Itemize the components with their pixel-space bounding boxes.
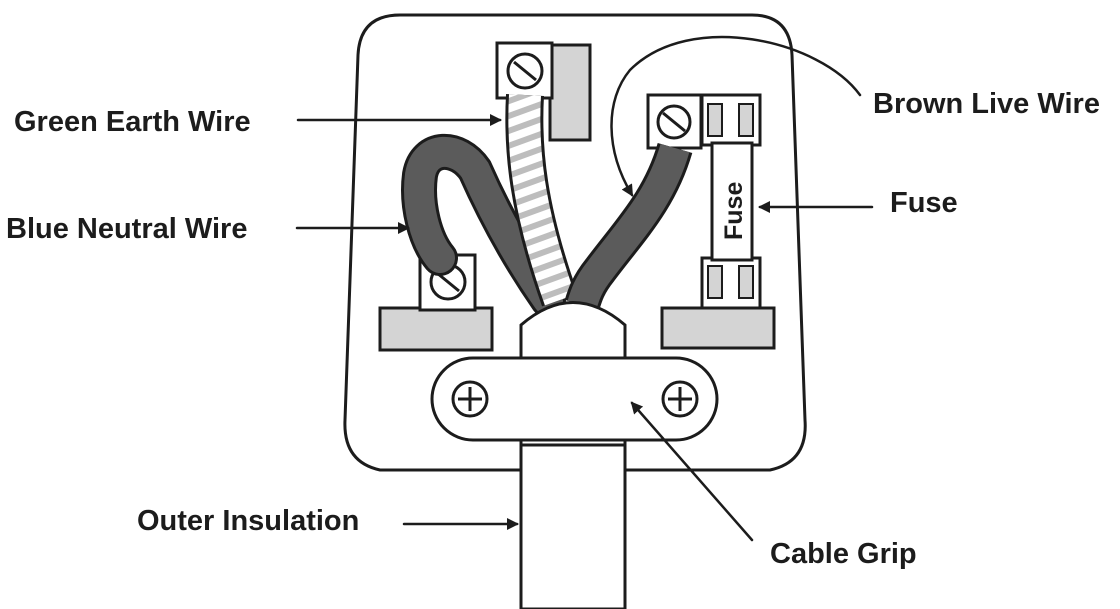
label-blue-neutral-wire: Blue Neutral Wire [6, 213, 247, 245]
fuse-top-clip [700, 93, 762, 147]
label-fuse: Fuse [890, 187, 958, 219]
earth-terminal-block [548, 43, 592, 142]
live-arrow [610, 35, 862, 197]
label-brown-live-wire: Brown Live Wire [873, 88, 1100, 120]
neutral-pin-base [378, 306, 494, 352]
plug-body [343, 13, 807, 472]
label-green-earth-wire: Green Earth Wire [14, 106, 251, 138]
outer-insulation-cable [519, 438, 627, 609]
cable-grip-arrow [630, 401, 754, 542]
live-screw-icon [656, 104, 692, 140]
label-outer-insulation: Outer Insulation [137, 505, 359, 537]
fuse-cartridge [710, 141, 754, 262]
label-cable-grip: Cable Grip [770, 538, 917, 570]
fuse-bottom-clip [700, 256, 762, 310]
fuse-cartridge-text: Fuse [720, 182, 748, 240]
grip-screw-left-icon [451, 380, 489, 418]
earth-screw-icon [506, 52, 544, 90]
grip-screw-right-icon [661, 380, 699, 418]
live-pin-base [660, 306, 776, 350]
